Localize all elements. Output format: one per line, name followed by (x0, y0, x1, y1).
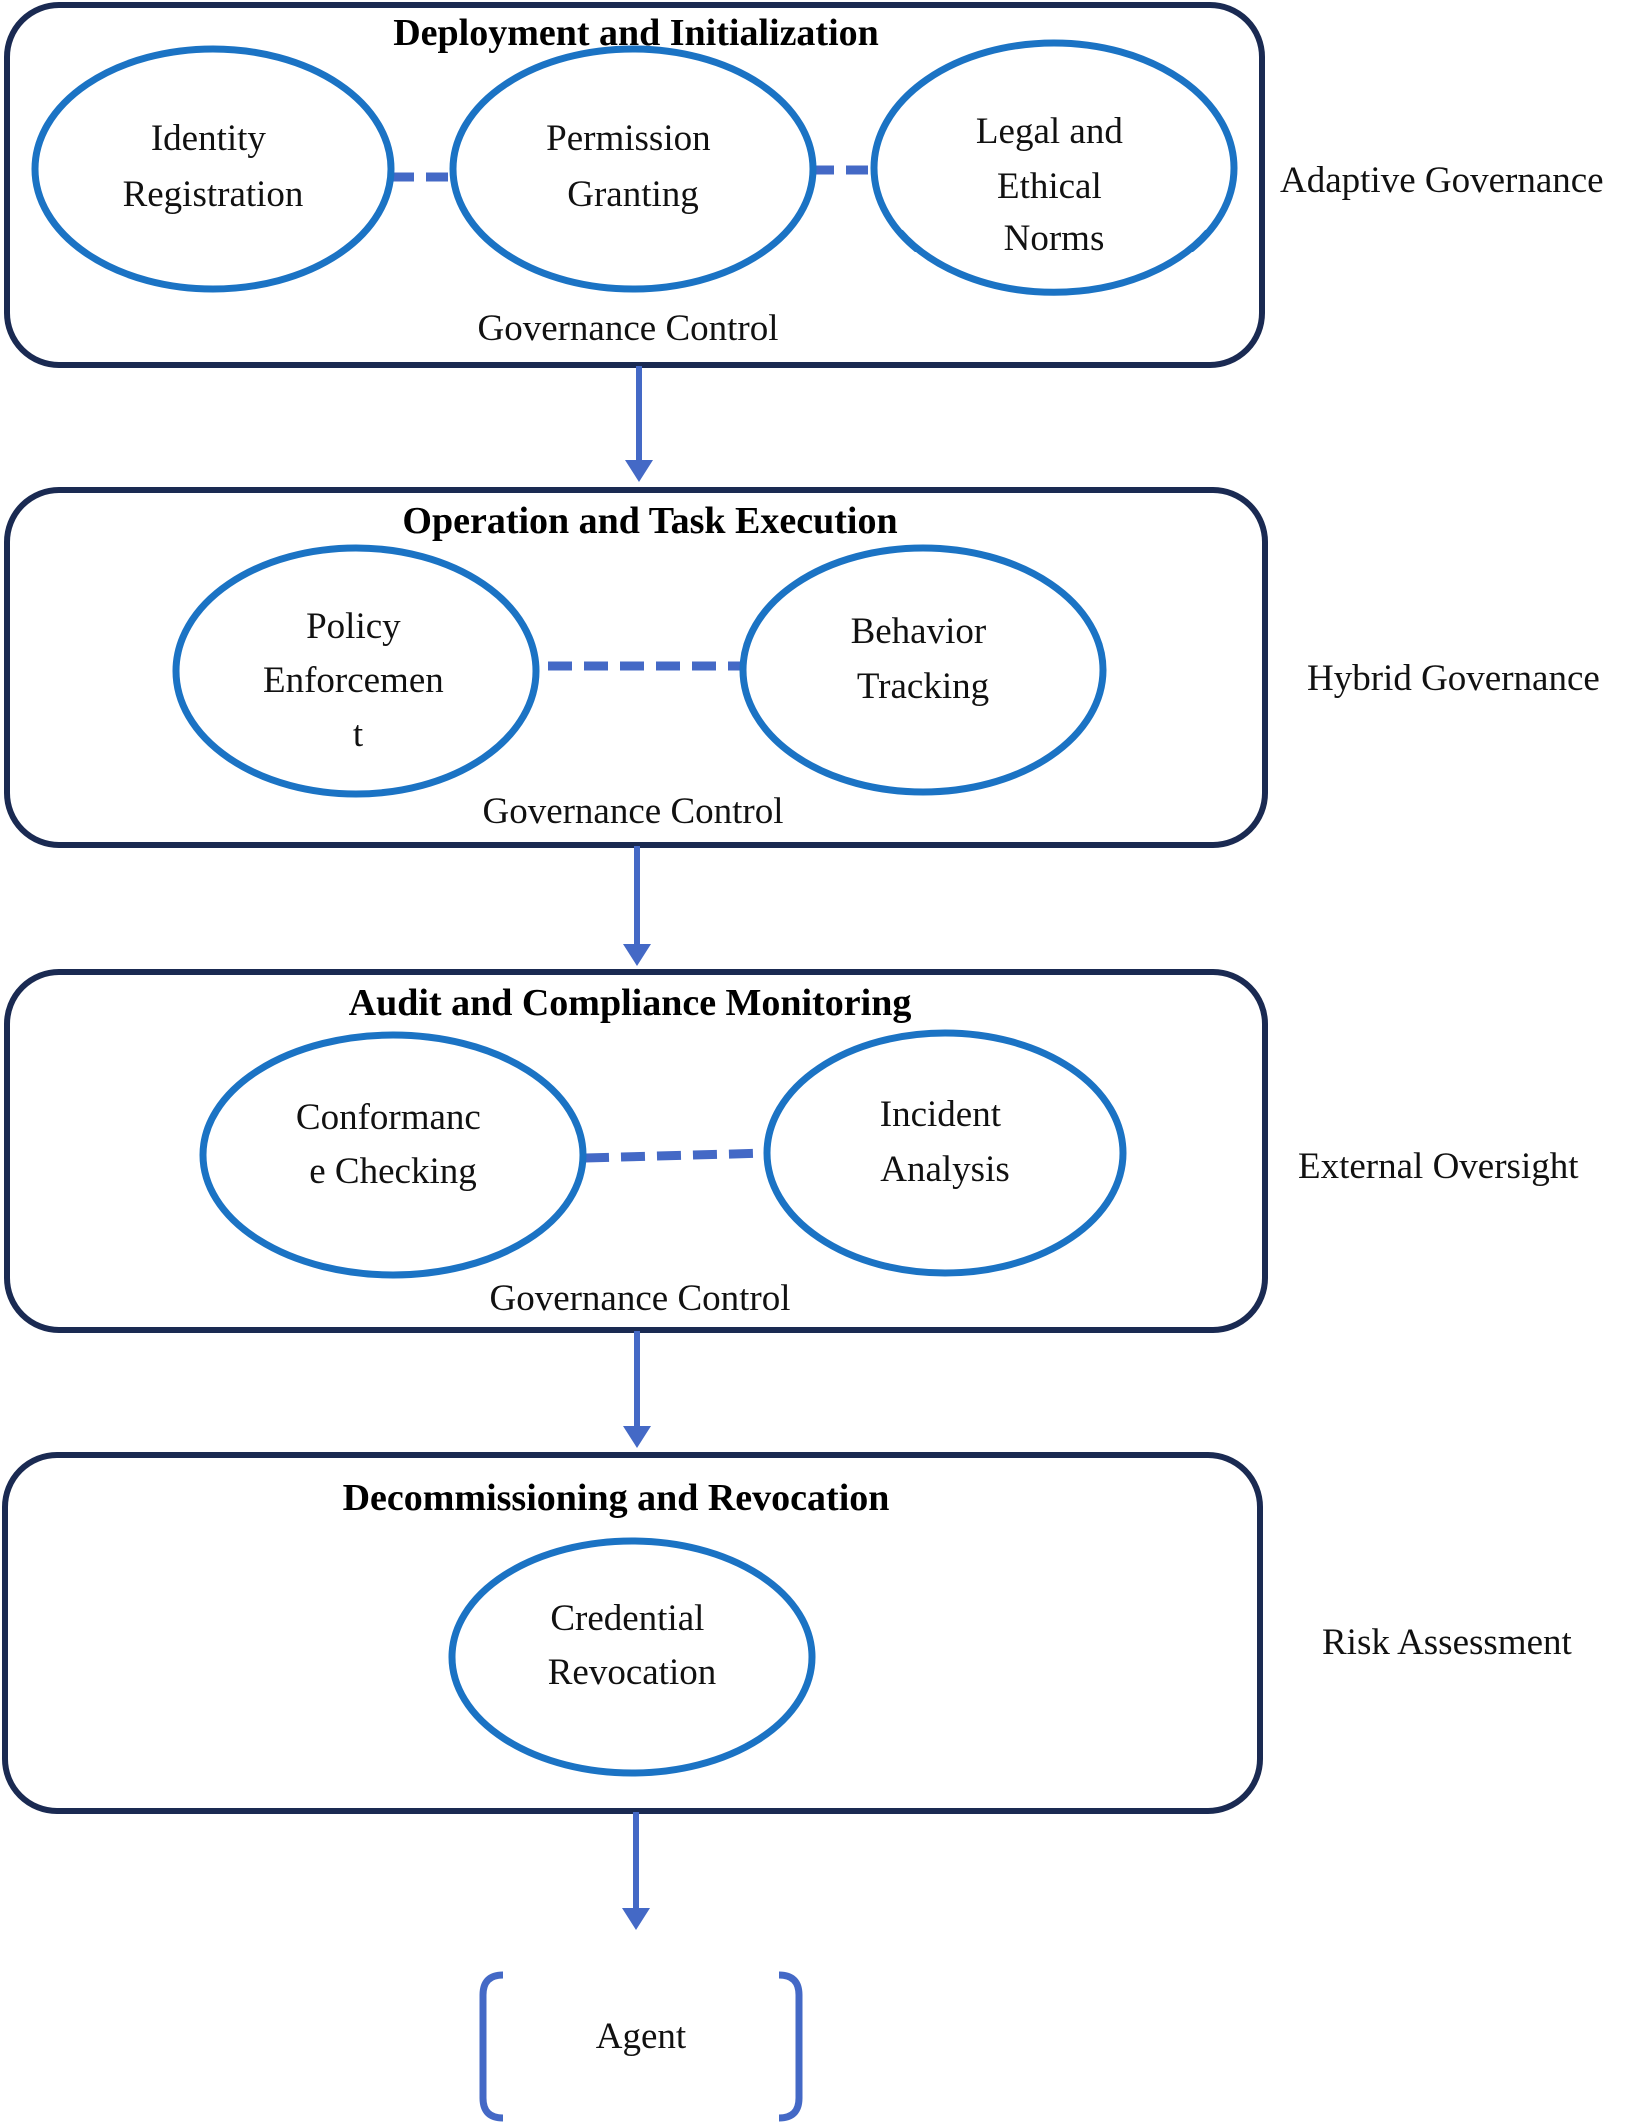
node-policy-enforcement (172, 544, 540, 798)
node-credential-revocation (448, 1537, 816, 1777)
node-label: Identity Registration (123, 118, 304, 215)
side-label: Risk Assessment (1322, 1622, 1573, 1663)
side-label: Hybrid Governance (1307, 658, 1600, 699)
node-label: Incident Analysis (880, 1094, 1010, 1190)
stage-frame (4, 2, 1265, 368)
dashed-connector (584, 1148, 769, 1163)
governance-control-label: Governance Control (489, 1278, 790, 1319)
stage-audit: Audit and Compliance Monitoring Conforma… (4, 969, 1268, 1333)
stage-title: Audit and Compliance Monitoring (349, 982, 912, 1024)
node-behavior-tracking (739, 544, 1107, 796)
stage-title: Decommissioning and Revocation (343, 1477, 890, 1519)
governance-control-label: Governance Control (482, 791, 783, 832)
flow-arrow-head (623, 1426, 651, 1448)
node-label: Behavior Tracking (851, 611, 996, 707)
node-identity-registration (31, 45, 395, 293)
node-label: Conformanc e Checking (296, 1097, 490, 1192)
flow-arrow-head (623, 944, 651, 966)
side-label: External Oversight (1298, 1146, 1579, 1187)
stage-frame (2, 1452, 1263, 1814)
flow-arrow-head (622, 1908, 650, 1930)
stage-frame (4, 487, 1268, 848)
node-label: Credential Revocation (548, 1598, 717, 1693)
agent-label: Agent (596, 2016, 687, 2057)
side-label: Adaptive Governance (1280, 160, 1604, 201)
node-incident-analysis (763, 1029, 1127, 1277)
ellipse-bottom-arc (897, 229, 1211, 296)
agent-bracket-right (778, 1971, 803, 2122)
governance-control-label: Governance Control (477, 308, 778, 349)
stage-title: Operation and Task Execution (402, 500, 897, 542)
stage-operation: Operation and Task Execution Policy Enfo… (4, 487, 1268, 848)
node-permission-granting (449, 45, 817, 293)
agent-bracket-left (479, 1971, 504, 2122)
node-conformance-checking (199, 1031, 587, 1279)
agent-node: Agent (479, 1971, 803, 2122)
stage-frame (4, 969, 1268, 1333)
node-label: Permission Granting (546, 118, 720, 215)
flow-arrow-head (625, 460, 653, 482)
node-label: Policy Enforcemen t (263, 606, 453, 755)
stage-decommissioning: Decommissioning and Revocation Credentia… (2, 1452, 1263, 1814)
stage-deployment: Deployment and Initialization Identity R… (4, 2, 1265, 368)
